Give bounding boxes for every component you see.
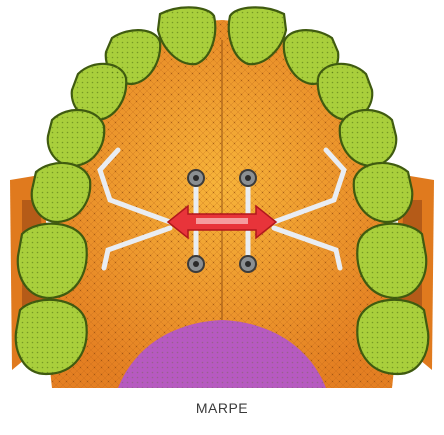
mini-implant-screw-icon bbox=[188, 170, 204, 186]
marpe-diagram bbox=[0, 0, 444, 395]
mini-implant-screw-icon bbox=[240, 170, 256, 186]
mini-implant-screw-icon bbox=[240, 256, 256, 272]
figure-caption: MARPE bbox=[0, 400, 444, 416]
mini-implant-screw-icon bbox=[188, 256, 204, 272]
